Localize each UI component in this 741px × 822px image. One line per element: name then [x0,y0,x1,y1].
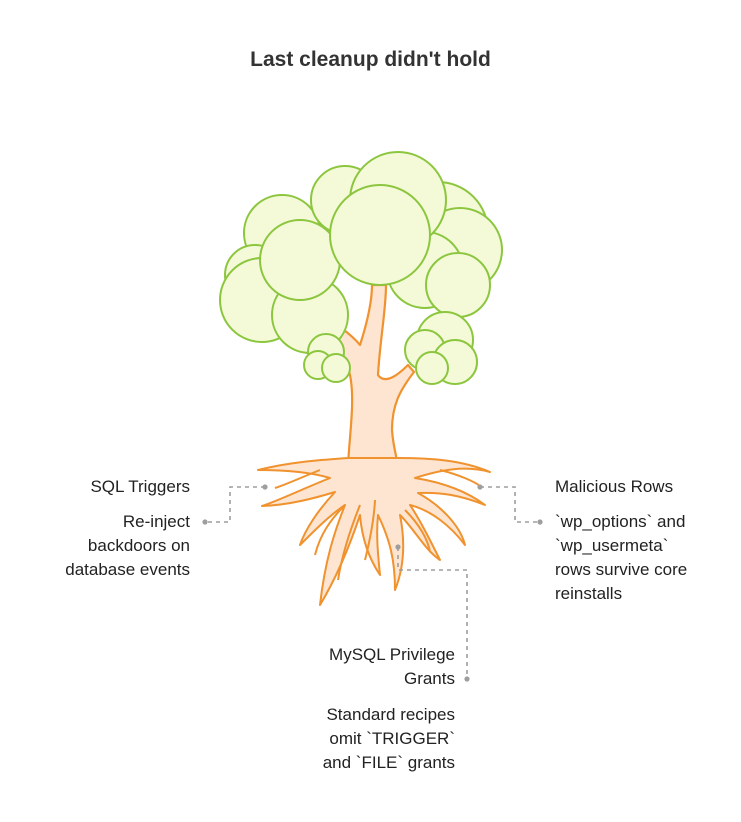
callout-heading-sql-triggers: SQL Triggers [90,477,190,496]
connectors [205,486,540,679]
foliage-right-cluster [386,181,503,318]
callout-text-sql-triggers: Re-inject backdoors on database events [65,512,190,579]
connector-malicious-rows [480,486,540,523]
connector-dot [202,519,208,525]
foliage-left-cluster [219,194,349,354]
tree-foliage [219,151,503,385]
foliage-small-right [404,311,478,385]
callout-text-malicious-rows: `wp_options` and `wp_usermeta` rows surv… [555,512,688,603]
connector-dot [537,519,543,525]
connector-sql-triggers [205,486,265,523]
callout-heading-mysql-grants: MySQL Privilege Grants [329,645,455,688]
diagram-title: Last cleanup didn't hold [250,48,491,71]
connector-dots [202,484,543,682]
connector-dot [262,484,268,490]
foliage-top-cluster [310,151,447,286]
foliage-small-left [303,333,351,383]
tree-roots [257,457,491,606]
connector-mysql-grants [397,547,468,679]
connector-dot [464,676,470,682]
connector-dot [477,484,483,490]
callout-text-mysql-grants: Standard recipes omit `TRIGGER` and `FIL… [322,705,455,772]
connector-dot [395,544,401,550]
callout-heading-malicious-rows: Malicious Rows [555,477,674,496]
